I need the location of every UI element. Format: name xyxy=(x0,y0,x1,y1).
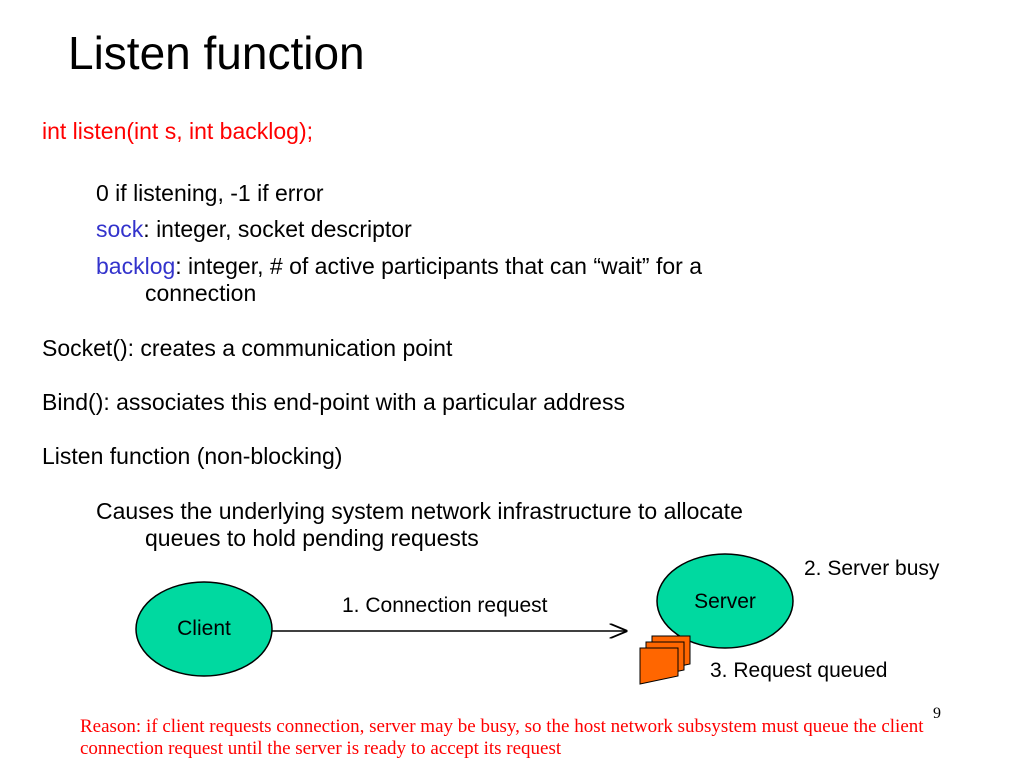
causes-line: Causes the underlying system network inf… xyxy=(96,498,743,524)
backlog-term: backlog xyxy=(96,253,176,279)
causes-line-continued: queues to hold pending requests xyxy=(145,525,479,551)
backlog-description: : integer, # of active participants that… xyxy=(175,253,702,279)
backlog-param-line: backlog: integer, # of active participan… xyxy=(96,253,702,280)
sock-description: : integer, socket descriptor xyxy=(143,216,412,242)
sock-param-line: sock: integer, socket descriptor xyxy=(96,216,412,243)
reason-note: Reason: if client requests connection, s… xyxy=(80,716,924,759)
function-signature: int listen(int s, int backlog); xyxy=(42,118,314,144)
backlog-description-continued: connection xyxy=(145,280,257,306)
slide-title: Listen function xyxy=(68,27,365,79)
server-node xyxy=(656,553,794,649)
listen-line: Listen function (non-blocking) xyxy=(42,443,343,469)
bind-line: Bind(): associates this end-point with a… xyxy=(42,389,625,415)
server-label: Server xyxy=(694,590,756,613)
request-queue-icon xyxy=(639,635,691,685)
page-number: 9 xyxy=(933,705,941,722)
step-server-busy: 2. Server busy xyxy=(804,557,940,580)
client-node xyxy=(135,581,273,677)
sock-term: sock xyxy=(96,216,144,242)
return-value-text: 0 if listening, -1 if error xyxy=(96,180,324,206)
socket-line: Socket(): creates a communication point xyxy=(42,335,453,361)
step-request-queued: 3. Request queued xyxy=(710,659,888,682)
step-connection-request: 1. Connection request xyxy=(342,594,548,617)
client-label: Client xyxy=(177,617,231,640)
